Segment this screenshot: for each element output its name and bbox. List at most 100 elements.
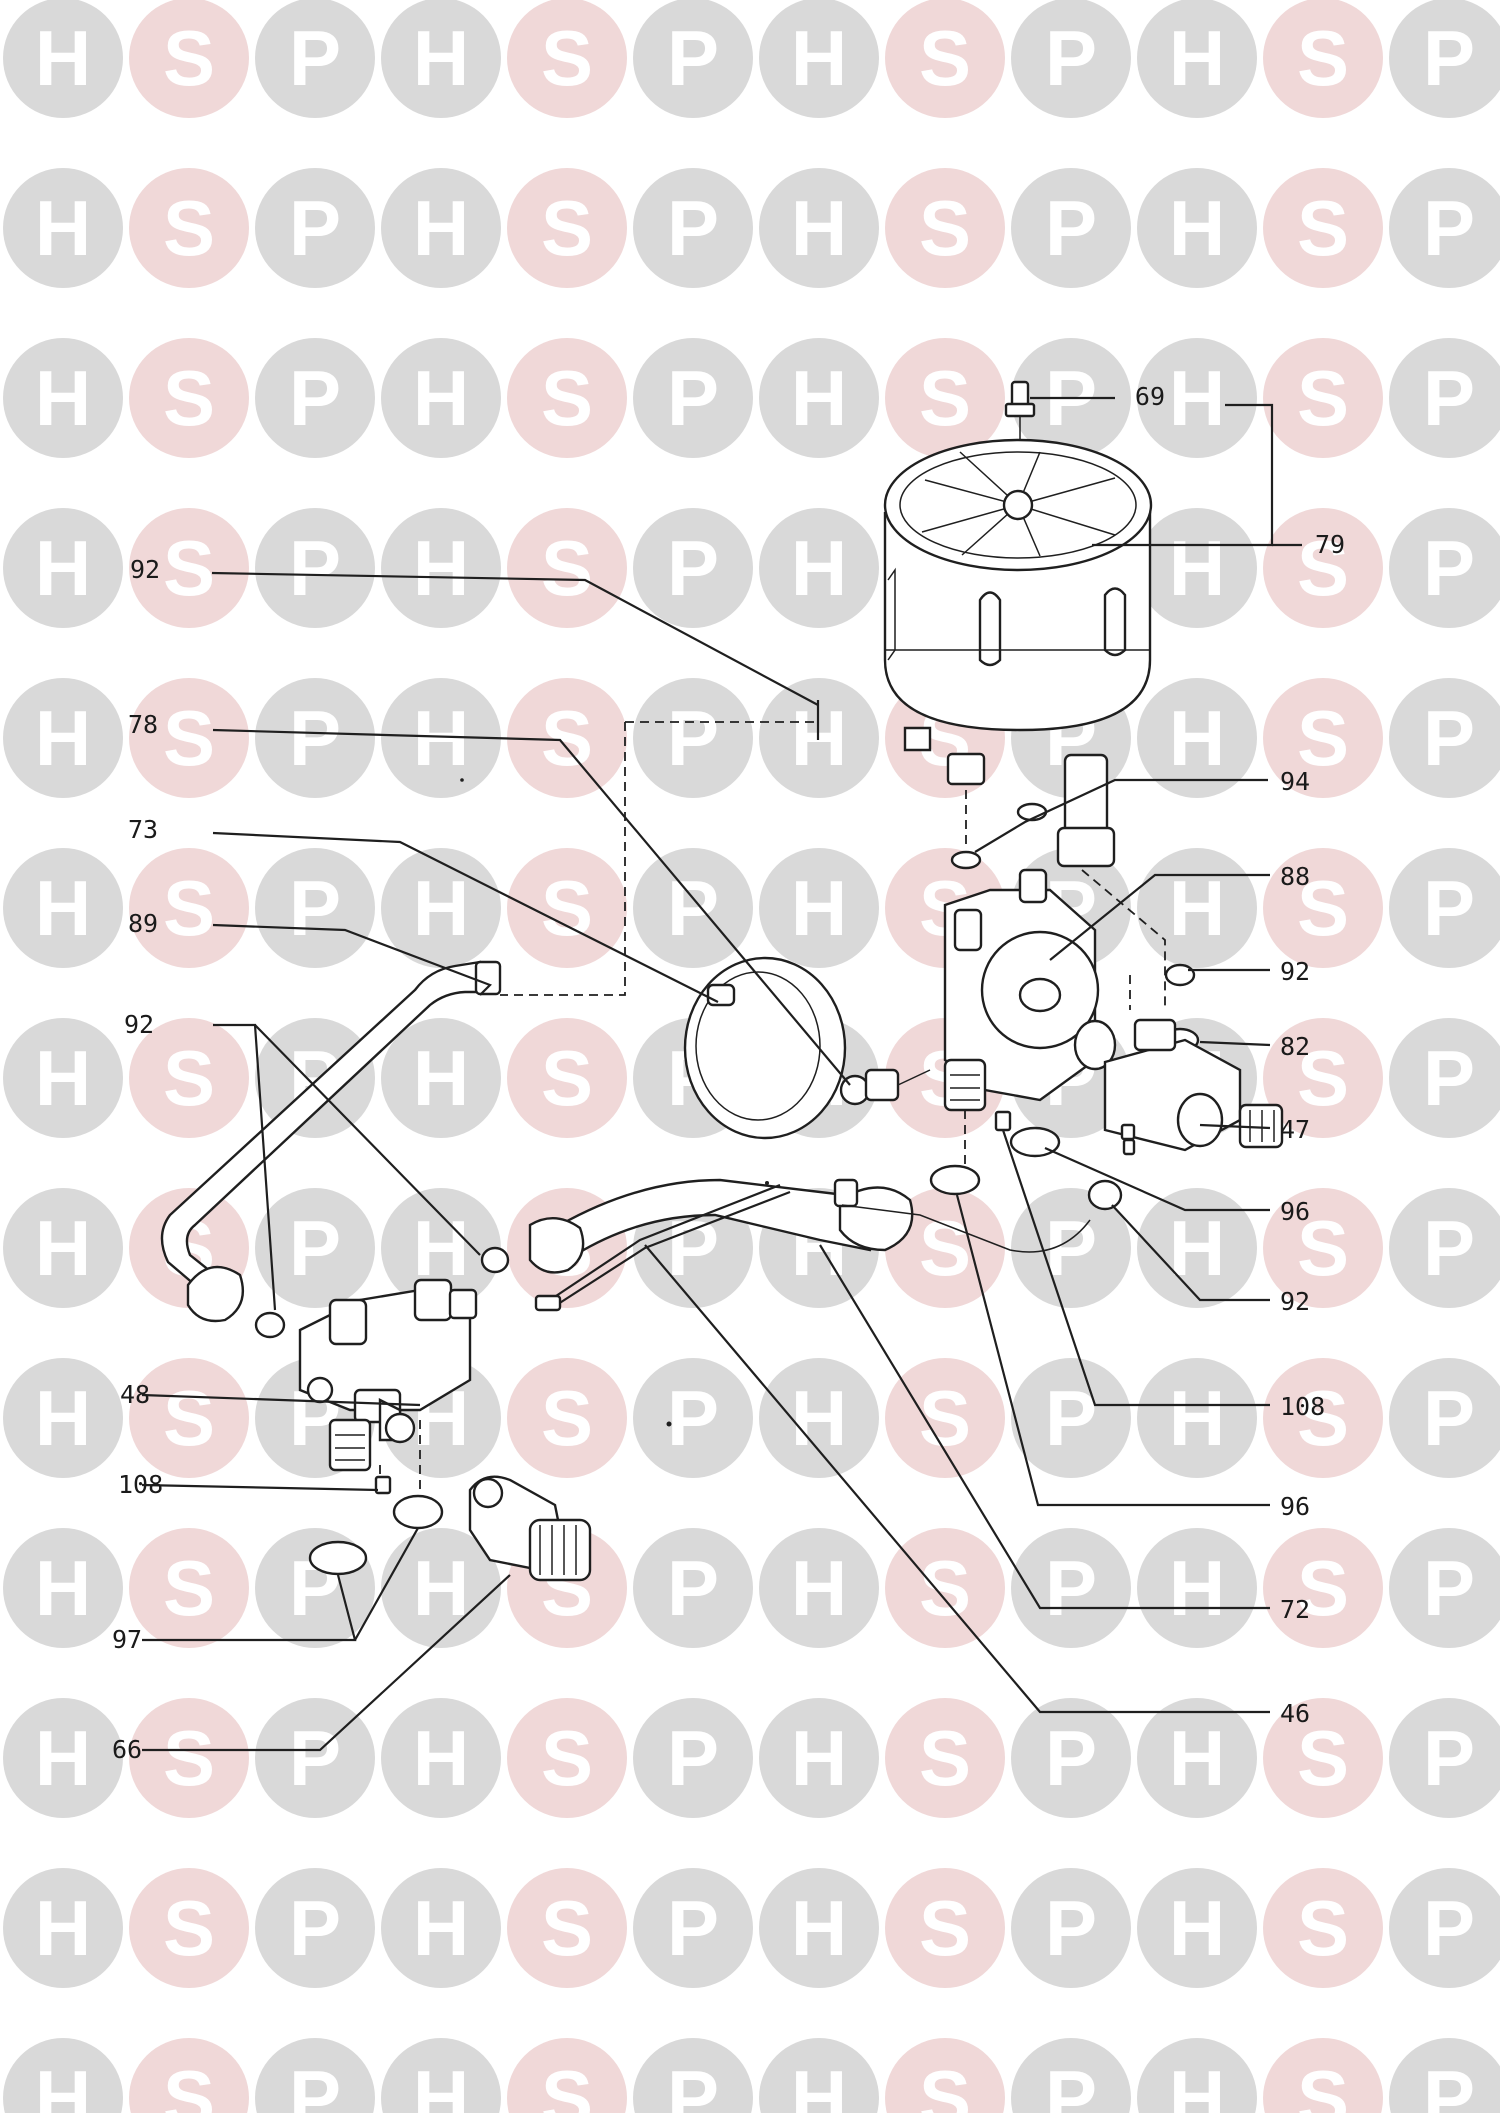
watermark-circle bbox=[3, 678, 123, 798]
watermark-circle bbox=[1011, 1358, 1131, 1478]
watermark-circle bbox=[633, 508, 753, 628]
callout-73: 73 bbox=[128, 815, 158, 844]
watermark-letter: P bbox=[289, 1714, 341, 1802]
watermark-letter: H bbox=[35, 694, 91, 782]
watermark-letter: H bbox=[413, 524, 469, 612]
watermark-circle bbox=[129, 1018, 249, 1138]
callout-108-right: 108 bbox=[1280, 1392, 1325, 1421]
watermark-letter: S bbox=[163, 354, 215, 442]
watermark-letter: P bbox=[289, 694, 341, 782]
watermark-letter: P bbox=[667, 1544, 719, 1632]
watermark-letter: H bbox=[413, 1034, 469, 1122]
callout-96-lower: 96 bbox=[1280, 1492, 1310, 1521]
watermark-letter: H bbox=[413, 864, 469, 952]
watermark-circle bbox=[507, 0, 627, 118]
watermark-circle bbox=[633, 1528, 753, 1648]
watermark-circle bbox=[1263, 678, 1383, 798]
watermark-letter: S bbox=[919, 1714, 971, 1802]
watermark-letter: H bbox=[1169, 1714, 1225, 1802]
watermark-circle bbox=[633, 168, 753, 288]
watermark-letter: S bbox=[1297, 1884, 1349, 1972]
watermark-circle bbox=[759, 848, 879, 968]
watermark-circle bbox=[885, 168, 1005, 288]
watermark-letter: P bbox=[289, 524, 341, 612]
part-72-pipe bbox=[558, 1178, 914, 1257]
watermark-letter: H bbox=[413, 1204, 469, 1292]
watermark-circle bbox=[3, 508, 123, 628]
watermark-letter: H bbox=[35, 354, 91, 442]
watermark-letter: H bbox=[35, 14, 91, 102]
watermark-letter: S bbox=[1297, 354, 1349, 442]
watermark-circle bbox=[633, 678, 753, 798]
watermark-circle bbox=[885, 1698, 1005, 1818]
part-48-manifold-left bbox=[298, 1278, 478, 1472]
watermark-circle bbox=[1137, 338, 1257, 458]
callout-66: 66 bbox=[112, 1735, 142, 1764]
part-89-nut bbox=[528, 1217, 585, 1274]
watermark-letter: H bbox=[1169, 1884, 1225, 1972]
watermark-letter: P bbox=[1423, 524, 1475, 612]
watermark-letter: P bbox=[1045, 1544, 1097, 1632]
watermark-letter: S bbox=[163, 1374, 215, 1462]
watermark-letter: S bbox=[919, 184, 971, 272]
watermark-letter: P bbox=[1045, 1884, 1097, 1972]
watermark-letter: P bbox=[1423, 354, 1475, 442]
watermark-circle bbox=[381, 1188, 501, 1308]
watermark-circle bbox=[507, 1698, 627, 1818]
watermark-circle bbox=[1263, 1698, 1383, 1818]
watermark-circle bbox=[255, 0, 375, 118]
watermark-circle bbox=[255, 508, 375, 628]
watermark-letter: S bbox=[163, 524, 215, 612]
watermark-circle bbox=[381, 1698, 501, 1818]
watermark-circle bbox=[129, 2038, 249, 2113]
watermark-circle bbox=[3, 1018, 123, 1138]
watermark-letter: H bbox=[1169, 524, 1225, 612]
watermark-letter: S bbox=[1297, 1204, 1349, 1292]
part-92-washer-lower bbox=[1087, 1179, 1123, 1211]
watermark-letter: H bbox=[413, 1544, 469, 1632]
watermark-circle bbox=[1137, 2038, 1257, 2113]
watermark-letter: S bbox=[1297, 864, 1349, 952]
watermark-letter: S bbox=[1297, 184, 1349, 272]
watermark-letter: S bbox=[541, 524, 593, 612]
watermark-letter: H bbox=[1169, 184, 1225, 272]
watermark-letter: S bbox=[541, 184, 593, 272]
callout-89: 89 bbox=[128, 909, 158, 938]
watermark-circle bbox=[1389, 508, 1500, 628]
watermark-letter: S bbox=[163, 2054, 215, 2113]
part-108-screw-left bbox=[374, 1475, 392, 1495]
callout-79: 79 bbox=[1315, 530, 1345, 559]
part-89-pipe bbox=[160, 960, 502, 1323]
watermark-letter: H bbox=[413, 1884, 469, 1972]
watermark-letter: S bbox=[541, 1884, 593, 1972]
watermark-circle bbox=[1389, 1868, 1500, 1988]
watermark-circle bbox=[1137, 678, 1257, 798]
watermark-circle bbox=[885, 1868, 1005, 1988]
watermark-circle bbox=[381, 1018, 501, 1138]
watermark-circle bbox=[381, 678, 501, 798]
watermark-letter: P bbox=[289, 1204, 341, 1292]
watermark-letter: S bbox=[1297, 1714, 1349, 1802]
watermark-letter: S bbox=[919, 2054, 971, 2113]
callout-88: 88 bbox=[1280, 862, 1310, 891]
watermark-letter: S bbox=[1297, 2054, 1349, 2113]
part-66-relief-valve bbox=[468, 1475, 592, 1582]
watermark-letter: S bbox=[163, 1034, 215, 1122]
part-92-washer-left bbox=[254, 1311, 286, 1339]
watermark-circle bbox=[1011, 168, 1131, 288]
watermark-letter: S bbox=[1297, 694, 1349, 782]
watermark-circle bbox=[885, 338, 1005, 458]
watermark-letter: P bbox=[667, 1714, 719, 1802]
watermark-circle bbox=[507, 1358, 627, 1478]
watermark-letter: H bbox=[791, 1884, 847, 1972]
watermark-circle bbox=[1011, 1528, 1131, 1648]
watermark-letter: H bbox=[35, 524, 91, 612]
part-92-washer-centre bbox=[480, 1246, 510, 1274]
watermark-letter: H bbox=[791, 2054, 847, 2113]
watermark-circle bbox=[507, 508, 627, 628]
watermark-letter: S bbox=[1297, 14, 1349, 102]
watermark-circle bbox=[255, 1868, 375, 1988]
watermark-circle bbox=[1389, 1188, 1500, 1308]
watermark-circle bbox=[1389, 1528, 1500, 1648]
